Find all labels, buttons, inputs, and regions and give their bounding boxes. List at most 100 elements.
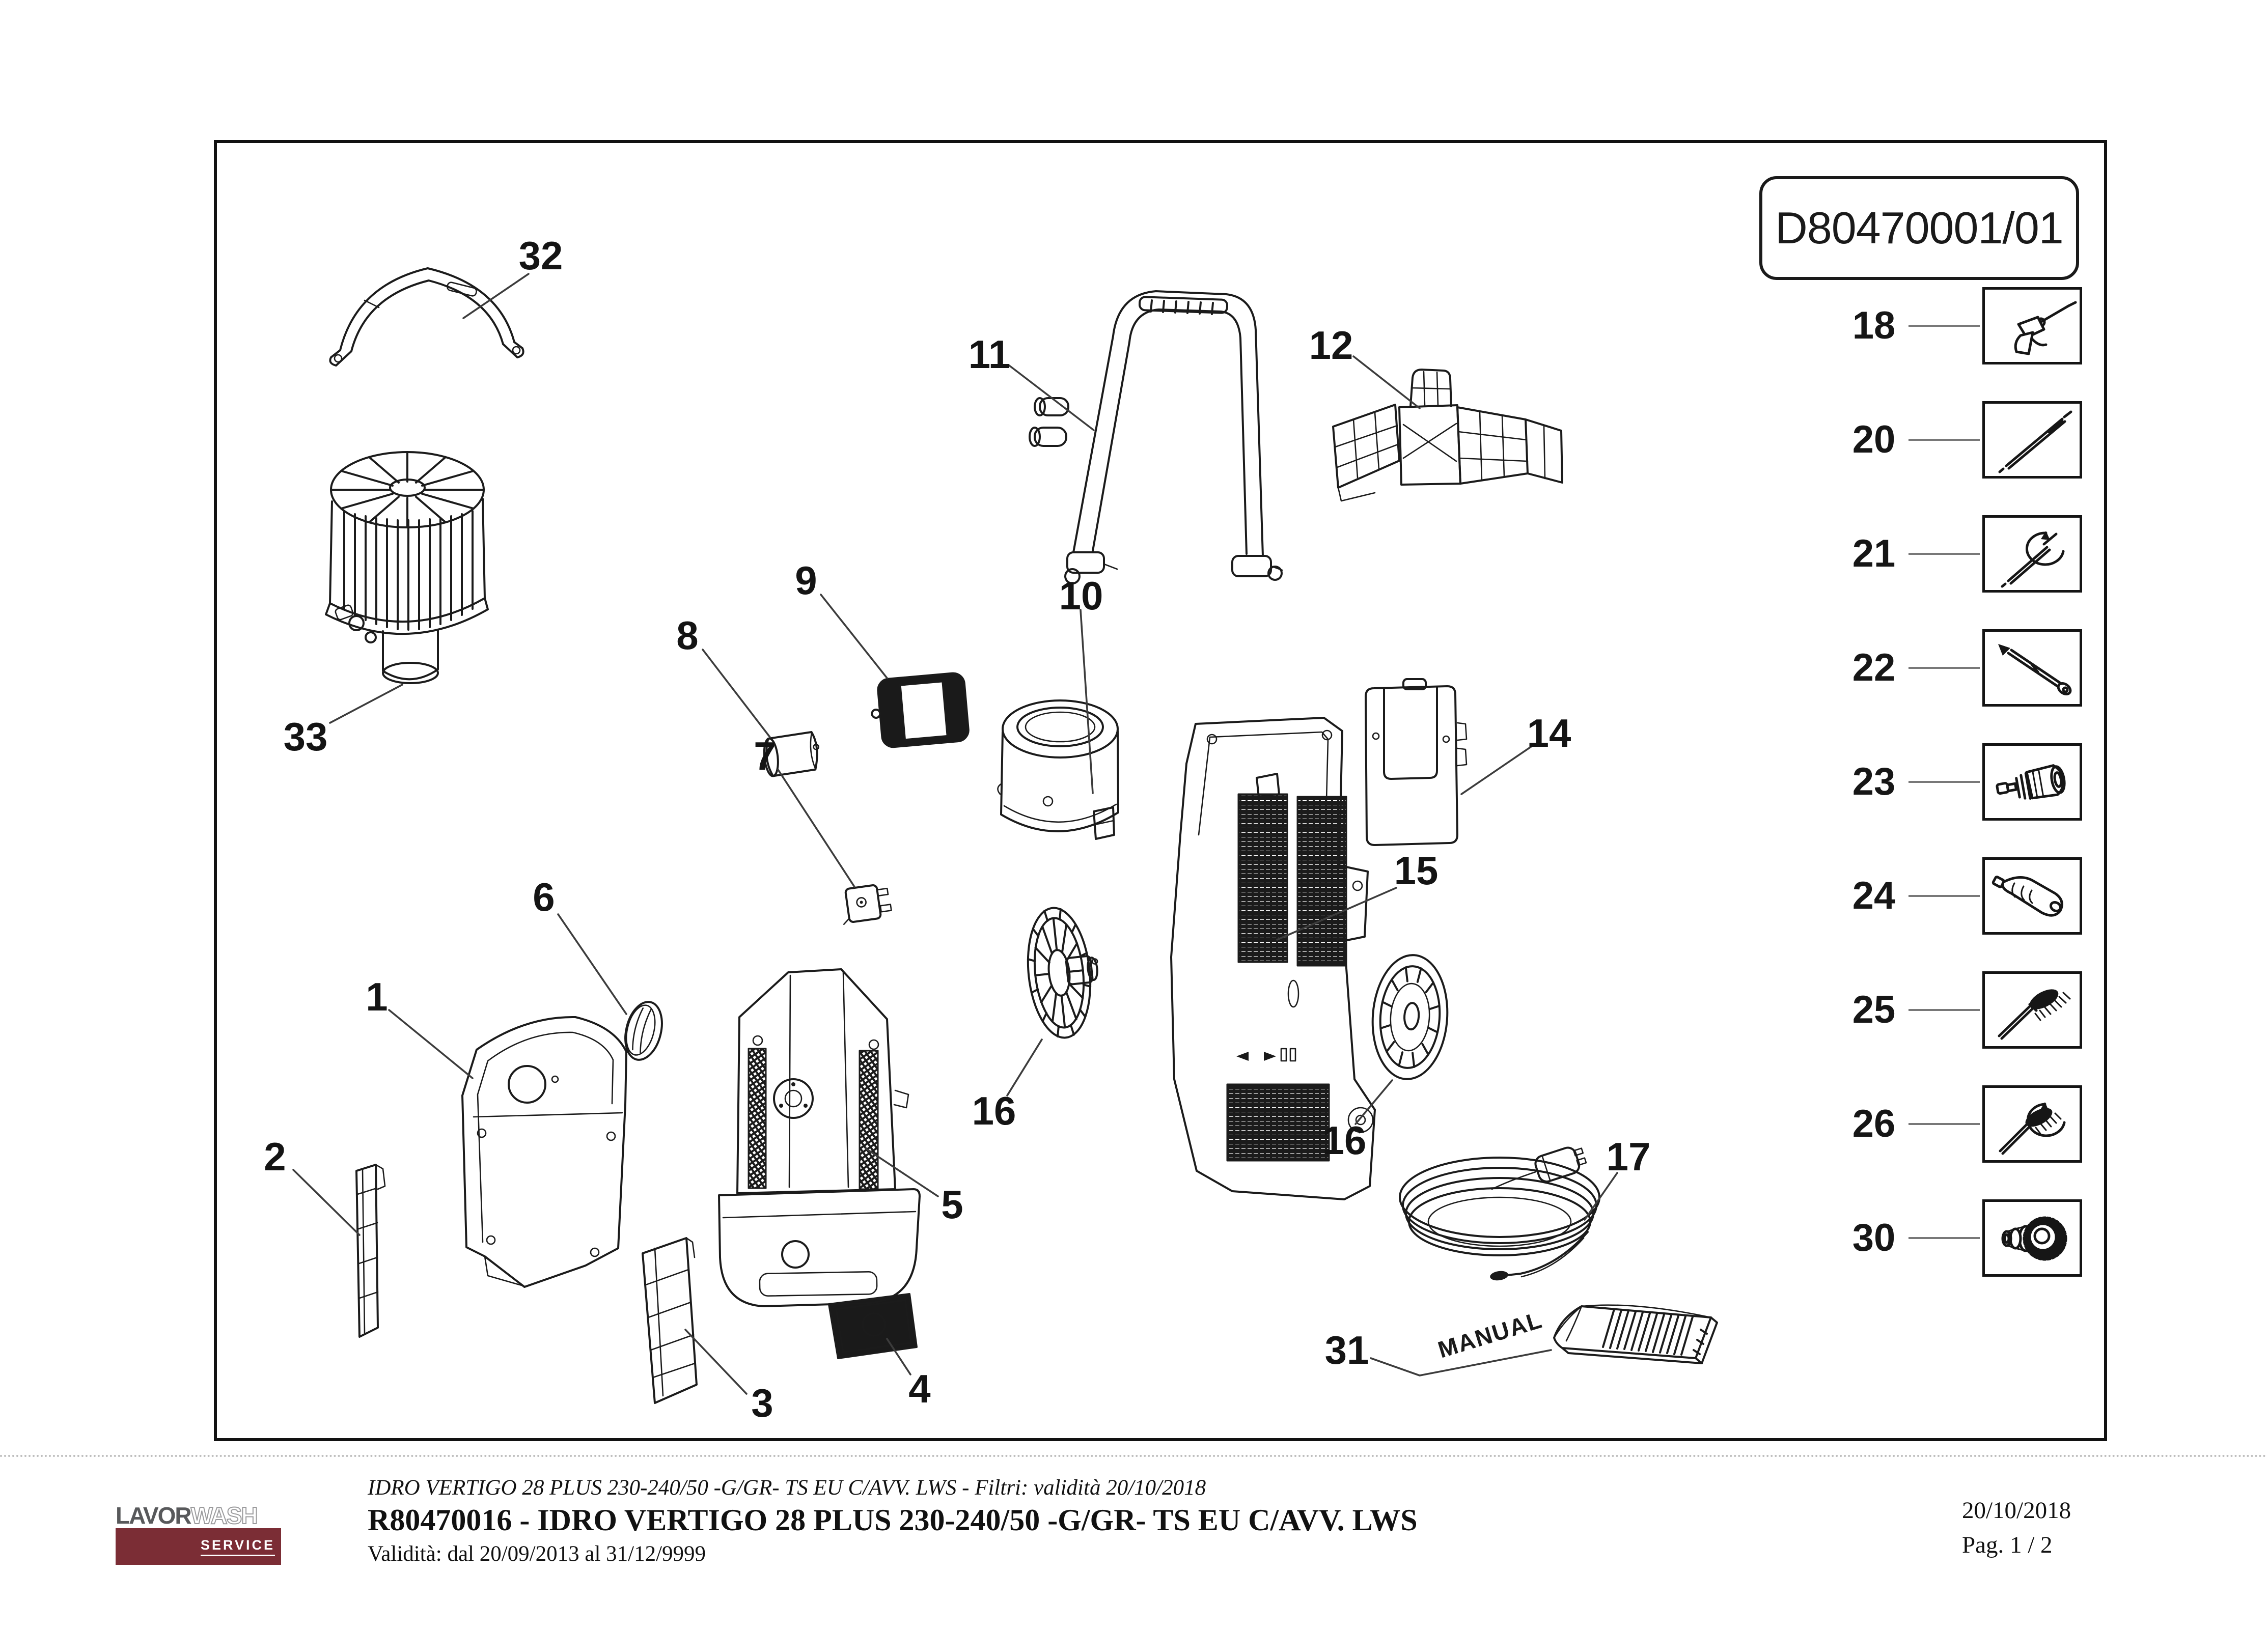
callout-1: 1 <box>366 974 388 1019</box>
accessory-box <box>1982 743 2082 821</box>
quick-coupling-icon <box>1996 764 2066 800</box>
callout-9: 9 <box>795 558 817 603</box>
logo-brand-light: WASH <box>190 1502 259 1529</box>
part-10-hood <box>997 699 1119 840</box>
callout-16-right: 16 <box>1322 1118 1367 1163</box>
accessory-box <box>1982 401 2082 479</box>
footer-title-line: R80470016 - IDRO VERTIGO 28 PLUS 230-240… <box>368 1503 1418 1537</box>
document-code: D80470001/01 <box>1775 203 2063 253</box>
part-17-power-cord <box>1399 1146 1600 1281</box>
part-12-accessory-holder <box>1332 369 1563 502</box>
part-4-grille-insert <box>828 1293 918 1359</box>
accessory-row-30: 30 <box>1813 1199 2107 1277</box>
callout-8: 8 <box>676 613 698 658</box>
accessory-number: 22 <box>1852 646 1896 689</box>
part-2-side-grille-left <box>355 1164 386 1338</box>
callout-numbers: 32 33 11 12 9 8 10 14 7 6 1 2 3 4 5 15 1… <box>264 233 1650 1425</box>
part-16-wheel-left <box>1027 907 1098 1039</box>
callout-16-left: 16 <box>972 1088 1016 1133</box>
brush-icon <box>1998 989 2071 1040</box>
accessory-leader-line <box>1909 1123 1980 1125</box>
part-7-switch <box>843 884 892 925</box>
accessory-box <box>1982 515 2082 593</box>
turbo-nozzle-icon <box>1992 876 2063 917</box>
logo-brand-dark: LAVOR <box>116 1502 192 1529</box>
accessory-leader-line <box>1909 781 1980 783</box>
accessory-leader-line <box>1909 553 1980 555</box>
accessory-box <box>1982 1085 2082 1163</box>
part-9-capacitor <box>871 672 970 748</box>
accessory-box <box>1982 1199 2082 1277</box>
accessory-box <box>1982 287 2082 364</box>
accessory-box <box>1982 971 2082 1049</box>
footer-page-number: Pag. 1 / 2 <box>1962 1532 2053 1558</box>
callout-3: 3 <box>751 1381 773 1425</box>
accessory-number: 18 <box>1852 304 1896 347</box>
accessory-leader-line <box>1909 1237 1980 1239</box>
part-16-wheel-right <box>1371 954 1449 1080</box>
accessory-leader-line <box>1909 325 1980 327</box>
part-3-side-grille-right <box>642 1237 698 1404</box>
callout-5: 5 <box>941 1182 963 1227</box>
accessory-box <box>1982 857 2082 935</box>
part-1-front-cover <box>461 1016 627 1288</box>
document-code-box: D80470001/01 <box>1759 176 2079 280</box>
hose-adapter-icon <box>2001 1216 2067 1261</box>
callout-7: 7 <box>754 734 776 778</box>
accessory-row-24: 24 <box>1813 857 2107 935</box>
accessory-box <box>1982 629 2082 707</box>
callout-4: 4 <box>908 1366 930 1411</box>
footer-validity-line: Validità: dal 20/09/2013 al 31/12/9999 <box>368 1542 706 1566</box>
footer-date: 20/10/2018 <box>1962 1497 2071 1524</box>
callout-11: 11 <box>969 332 1010 377</box>
logo-service-bar: SERVICE <box>116 1528 281 1565</box>
accessory-number: 26 <box>1852 1102 1896 1145</box>
lance-icon <box>1998 410 2072 473</box>
accessory-number: 24 <box>1852 874 1896 917</box>
part-5-main-body <box>718 968 921 1307</box>
accessory-row-21: 21 <box>1813 515 2107 593</box>
part-31-manual-book <box>1553 1304 1718 1364</box>
accessory-row-26: 26 <box>1813 1085 2107 1163</box>
callout-6: 6 <box>533 875 555 919</box>
accessory-row-22: 22 <box>1813 629 2107 707</box>
accessory-number: 25 <box>1852 988 1896 1031</box>
footer-separator <box>0 1455 2268 1457</box>
callout-32: 32 <box>519 233 563 278</box>
callout-31: 31 <box>1325 1328 1369 1372</box>
logo-service-text: SERVICE <box>200 1537 275 1556</box>
part-32-strap <box>329 267 524 367</box>
accessory-row-20: 20 <box>1813 401 2107 479</box>
part-11-handle-frame <box>1029 290 1283 584</box>
accessory-number: 21 <box>1852 532 1896 575</box>
callout-14: 14 <box>1527 711 1571 755</box>
rotating-brush-icon <box>1999 1102 2066 1155</box>
accessory-leader-line <box>1909 439 1980 441</box>
part-14-bracket <box>1365 678 1468 846</box>
part-6-knob <box>624 1001 663 1061</box>
callout-2: 2 <box>264 1134 286 1179</box>
callout-12: 12 <box>1309 323 1353 368</box>
part-33-motor-pump <box>325 451 489 684</box>
diagram-frame <box>214 140 2107 1441</box>
part-15-chassis-panel <box>1170 717 1376 1200</box>
callout-17: 17 <box>1607 1134 1651 1179</box>
accessory-leader-line <box>1909 667 1980 669</box>
nozzle-lance-icon <box>1998 644 2072 695</box>
accessory-leader-line <box>1909 895 1980 897</box>
accessory-leader-line <box>1909 1009 1980 1011</box>
callout-10: 10 <box>1059 573 1103 618</box>
accessory-row-23: 23 <box>1813 743 2107 821</box>
part-8-sleeve <box>763 731 820 777</box>
leader-lines <box>292 273 1618 1395</box>
footer-model-line: IDRO VERTIGO 28 PLUS 230-240/50 -G/GR- T… <box>368 1476 1206 1500</box>
spray-gun-icon <box>2014 301 2077 355</box>
callout-33: 33 <box>284 714 328 759</box>
rotating-lance-icon <box>2001 531 2065 588</box>
accessory-number: 23 <box>1852 760 1896 803</box>
accessory-row-18: 18 <box>1813 287 2107 364</box>
